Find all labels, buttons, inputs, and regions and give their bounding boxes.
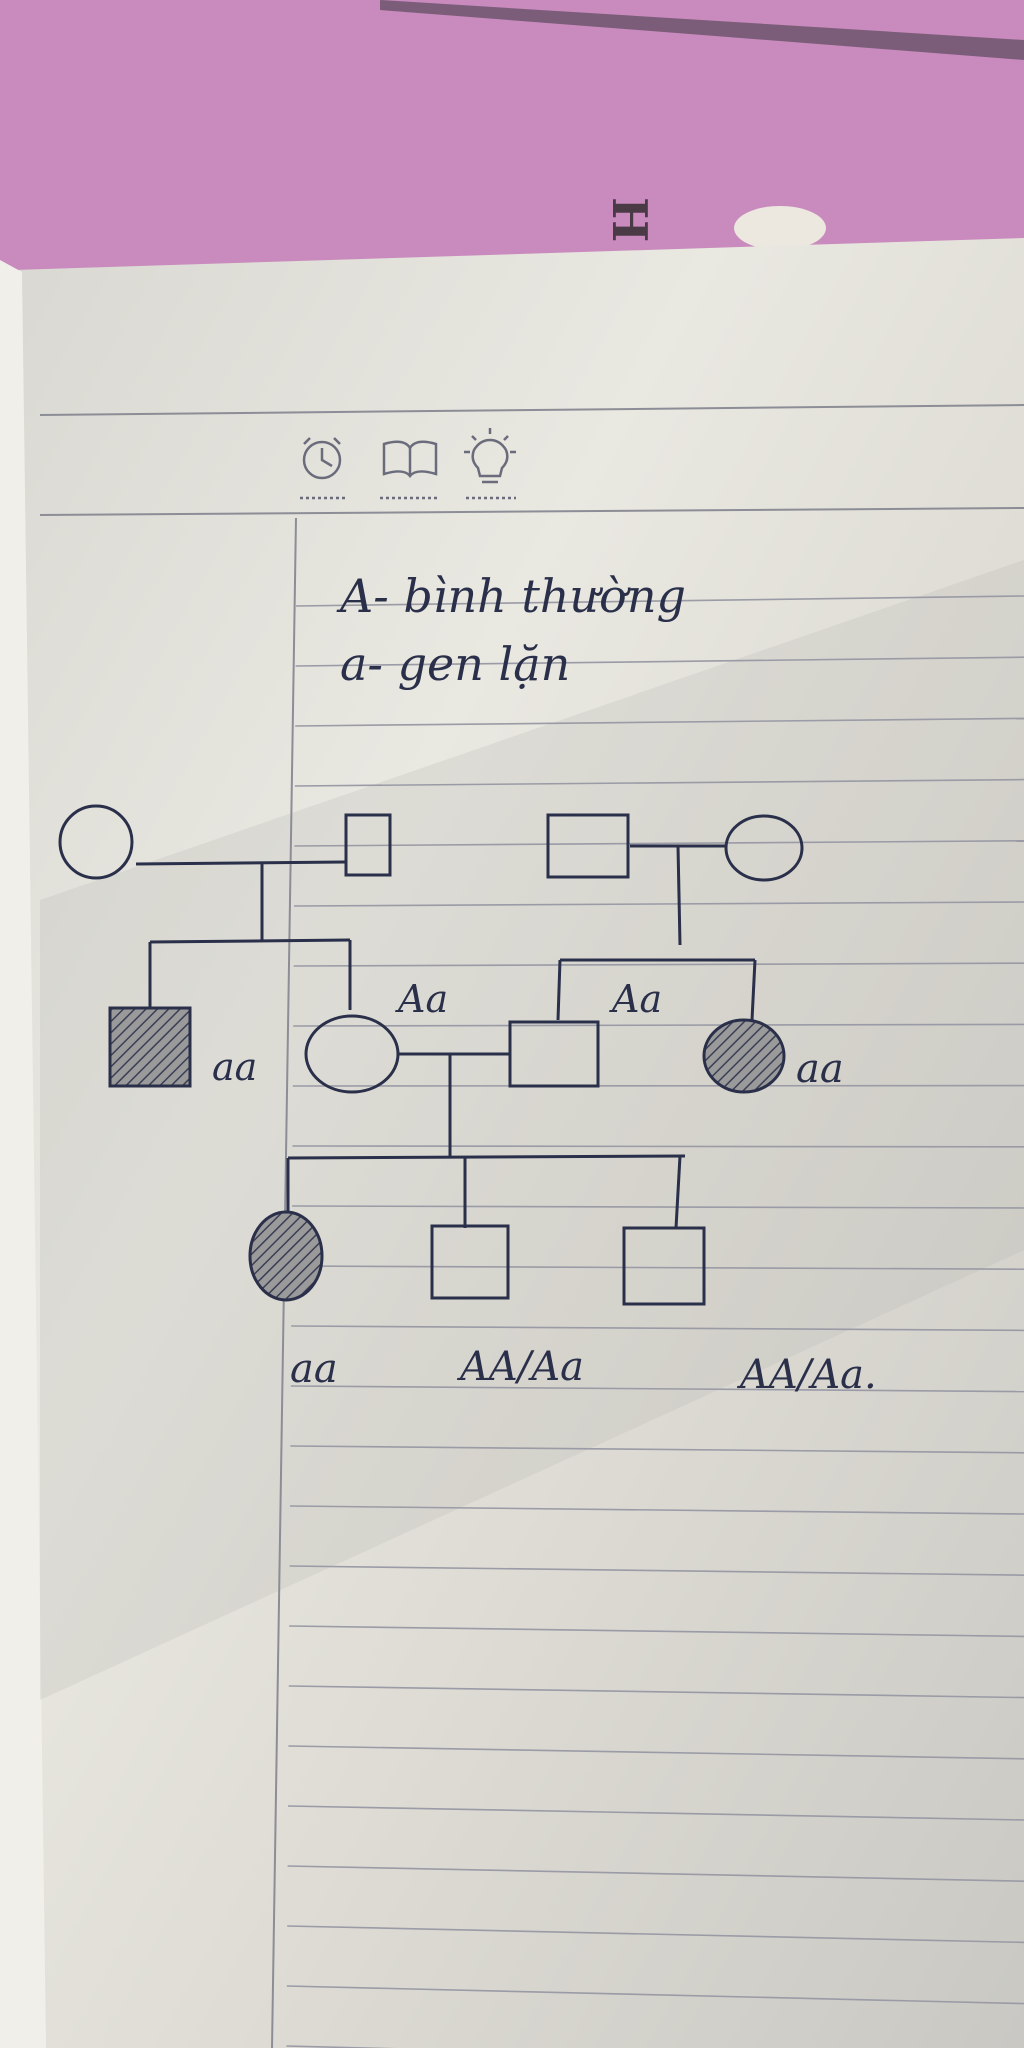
- genotype-gen2-carrier-male: Aa: [609, 977, 662, 1021]
- gen2-affected-female: [702, 1018, 786, 1094]
- ruled-line: [287, 1865, 1024, 1882]
- ruled-line: [291, 1265, 1024, 1270]
- genotype-gen2-carrier-female: Aa: [395, 977, 448, 1021]
- gen2-affected-male: [108, 1006, 192, 1088]
- gen3-male-right: [622, 1226, 706, 1306]
- page-left-edge: [0, 260, 46, 2048]
- genotype-gen2-affected-female: aa: [796, 1046, 844, 1092]
- gen2-carrier-female: [304, 1014, 400, 1094]
- ruled-line: [295, 656, 1024, 667]
- ruled-line: [288, 1745, 1024, 1760]
- ruled-line: [295, 595, 1024, 607]
- ruled-line: [295, 717, 1024, 727]
- gen1-female-right: [724, 814, 804, 882]
- genotype-gen3-affected-female: aa: [290, 1346, 338, 1392]
- legend-dominant: A- bình thường: [336, 569, 686, 623]
- desk-edge-shadow: [380, 0, 1024, 60]
- pedigree-lines: [135, 844, 757, 1229]
- binder-ring: [734, 206, 826, 250]
- ruled-line: [291, 1325, 1024, 1332]
- ruled-line: [293, 1023, 1024, 1027]
- header-rule-top: [39, 404, 1024, 416]
- ruled-line: [292, 1145, 1024, 1148]
- gen1-male-left: [344, 813, 392, 877]
- ruled-lines: [286, 595, 1024, 2048]
- ruled-line: [286, 1985, 1024, 2005]
- ruled-line: [289, 1505, 1024, 1515]
- header-rule-bottom: [39, 507, 1024, 516]
- genotype-gen2-affected-male: aa: [212, 1045, 257, 1089]
- notebook-page: [14, 238, 1024, 2048]
- genotype-gen3-male-right: AA/Aa.: [736, 1352, 877, 1398]
- gen2-carrier-male: [508, 1020, 600, 1088]
- ruled-line: [287, 1805, 1024, 1821]
- desk-letter: H: [601, 197, 657, 242]
- gen1-female-left: [58, 804, 134, 880]
- alarm-clock-icon: [300, 437, 346, 500]
- shadow-band: [40, 560, 1024, 1700]
- ruled-line: [290, 1385, 1024, 1393]
- ruled-line: [294, 778, 1024, 787]
- ruled-line: [290, 1445, 1024, 1454]
- legend-recessive: a- gen lặn: [340, 637, 570, 691]
- ruled-line: [287, 1925, 1024, 1944]
- gen1-male-right: [546, 813, 630, 879]
- gen3-male-middle: [430, 1224, 510, 1300]
- ruled-line: [293, 962, 1024, 967]
- ruled-line: [291, 1205, 1024, 1209]
- ruled-line: [294, 840, 1024, 847]
- ruled-line: [289, 1625, 1024, 1638]
- genotype-gen3-male-middle: AA/Aa: [456, 1344, 584, 1390]
- ruled-line: [289, 1565, 1024, 1576]
- gen3-affected-female: [248, 1210, 324, 1302]
- ruled-line: [288, 1685, 1024, 1699]
- lightbulb-icon: [464, 428, 516, 500]
- ruled-line: [293, 901, 1024, 907]
- open-book-icon: [380, 440, 440, 500]
